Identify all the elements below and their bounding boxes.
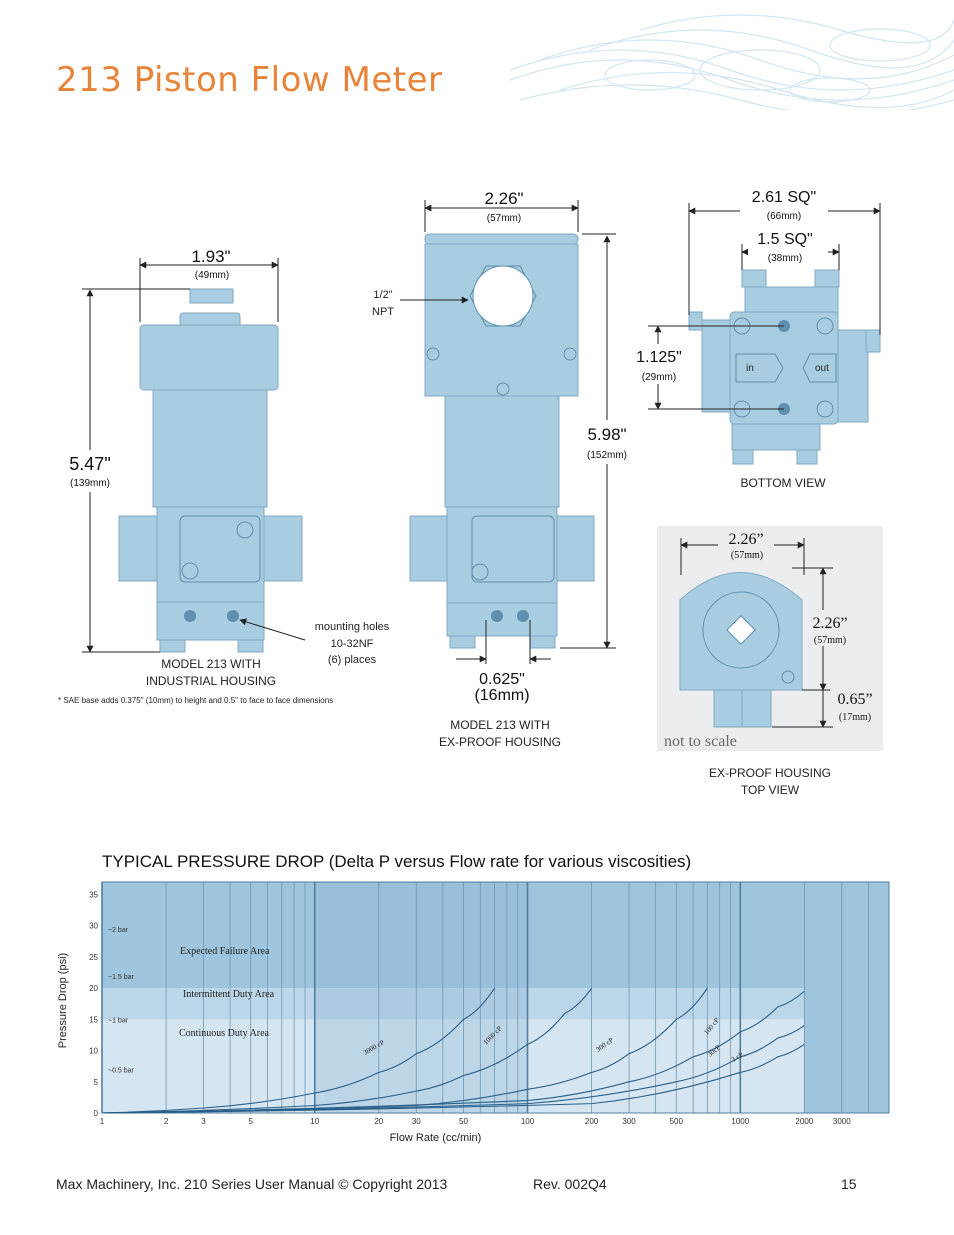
zone-label: Expected Failure Area bbox=[180, 946, 270, 957]
ex-proof-offset-in: 0.625" bbox=[479, 671, 525, 688]
plot-frame bbox=[101, 881, 890, 1114]
zone-1 bbox=[102, 988, 805, 1020]
top-height-mm: (57mm) bbox=[814, 635, 846, 646]
series-line bbox=[101, 987, 496, 1114]
bottom-view-caption: BOTTOM VIEW bbox=[740, 476, 826, 490]
industrial-housing-drawing bbox=[118, 288, 303, 653]
series-line bbox=[101, 1043, 805, 1114]
footer-manual-info: Max Machinery, Inc. 210 Series User Manu… bbox=[56, 1176, 448, 1192]
series-line bbox=[101, 1025, 805, 1114]
y-tick-label: 10 bbox=[89, 1047, 98, 1056]
industrial-width-mm: (49mm) bbox=[195, 270, 229, 281]
outlet-label: out bbox=[815, 363, 829, 374]
bottom-outer-in: 2.61 SQ" bbox=[752, 189, 816, 206]
top-height-in: 2.26” bbox=[812, 615, 847, 632]
ex-proof-housing-drawing bbox=[409, 233, 595, 649]
mounting-count-label: (6) places bbox=[328, 654, 377, 666]
x-tick-label: 200 bbox=[585, 1117, 599, 1126]
bottom-inner-mm: (38mm) bbox=[768, 253, 802, 264]
page-number: 15 bbox=[841, 1176, 857, 1192]
y-tick-label: 20 bbox=[89, 984, 98, 993]
top-view-caption-line2: TOP VIEW bbox=[741, 783, 800, 797]
mounting-holes-label: mounting holes bbox=[315, 621, 390, 633]
x-tick-label: 3000 bbox=[833, 1117, 851, 1126]
bottom-port-mm: (29mm) bbox=[642, 372, 676, 383]
bottom-port-in: 1.125" bbox=[636, 349, 682, 366]
ex-proof-width-in: 2.26" bbox=[484, 189, 523, 208]
top-view-caption-line1: EX-PROOF HOUSING bbox=[709, 766, 831, 780]
x-tick-label: 20 bbox=[374, 1117, 383, 1126]
ex-proof-caption-line1: MODEL 213 WITH bbox=[450, 718, 550, 732]
x-tick-label: 300 bbox=[622, 1117, 636, 1126]
x-tick-label: 30 bbox=[412, 1117, 421, 1126]
series-line bbox=[101, 987, 593, 1114]
y-tick-label: 5 bbox=[94, 1078, 99, 1087]
page-title: 213 Piston Flow Meter bbox=[56, 60, 443, 100]
x-tick-label: 3 bbox=[201, 1117, 206, 1126]
industrial-width-in: 1.93" bbox=[191, 247, 230, 266]
top-width-mm: (57mm) bbox=[731, 550, 763, 561]
mounting-thread-label: 10-32NF bbox=[331, 638, 374, 650]
bottom-view-drawing bbox=[688, 269, 881, 465]
bar-marker-label: ~1.5 bar bbox=[108, 974, 135, 981]
zone-label: Continuous Duty Area bbox=[179, 1028, 270, 1039]
zone-decade-band bbox=[314, 882, 528, 1113]
industrial-caption-line1: MODEL 213 WITH bbox=[161, 657, 261, 671]
ex-proof-height-mm: (152mm) bbox=[587, 450, 627, 461]
industrial-height-in: 5.47" bbox=[69, 454, 110, 474]
bar-marker-label: ~0.5 bar bbox=[108, 1067, 135, 1074]
y-tick-label: 15 bbox=[89, 1015, 98, 1024]
y-tick-label: 30 bbox=[89, 922, 98, 931]
chart-title: TYPICAL PRESSURE DROP (Delta P versus Fl… bbox=[102, 852, 692, 871]
x-tick-label: 10 bbox=[310, 1117, 319, 1126]
y-tick-label: 0 bbox=[94, 1109, 99, 1118]
series-line bbox=[101, 990, 805, 1114]
x-tick-label: 100 bbox=[521, 1117, 535, 1126]
bar-marker-label: ~2 bar bbox=[108, 927, 129, 934]
zone-2 bbox=[102, 882, 805, 989]
decorative-wave-pattern bbox=[509, 14, 954, 110]
npt-label: NPT bbox=[372, 306, 394, 318]
x-tick-label: 50 bbox=[459, 1117, 468, 1126]
footer-revision: Rev. 002Q4 bbox=[533, 1176, 607, 1192]
y-axis-label: Pressure Drop (psi) bbox=[57, 953, 69, 1048]
ex-proof-width-mm: (57mm) bbox=[487, 213, 521, 224]
zone-0 bbox=[102, 1019, 805, 1113]
x-tick-label: 1000 bbox=[731, 1117, 749, 1126]
ex-proof-caption-line2: EX-PROOF HOUSING bbox=[439, 735, 561, 749]
x-tick-label: 1 bbox=[100, 1117, 105, 1126]
x-axis-label: Flow Rate (cc/min) bbox=[390, 1132, 482, 1144]
y-tick-label: 35 bbox=[89, 890, 98, 899]
bar-marker-label: ~1 bar bbox=[108, 1017, 129, 1024]
zone-high-flow bbox=[804, 882, 889, 1113]
npt-size-label: 1/2" bbox=[373, 289, 392, 301]
ex-proof-height-in: 5.98" bbox=[587, 425, 626, 444]
x-tick-label: 2000 bbox=[795, 1117, 813, 1126]
bottom-inner-in: 1.5 SQ" bbox=[757, 231, 812, 248]
industrial-height-mm: (139mm) bbox=[70, 478, 110, 489]
top-base-in: 0.65” bbox=[837, 691, 872, 708]
dimension-drawings: 1.93" (49mm) 5.47" (139mm) mounting hole… bbox=[58, 184, 883, 797]
ex-proof-offset-mm: (16mm) bbox=[474, 687, 529, 704]
zone-label: Intermittent Duty Area bbox=[183, 989, 275, 1000]
inlet-label: in bbox=[746, 363, 754, 374]
industrial-caption-line2: INDUSTRIAL HOUSING bbox=[146, 674, 276, 688]
sae-base-note: * SAE base adds 0.375" (10mm) to height … bbox=[58, 696, 333, 705]
x-tick-label: 500 bbox=[670, 1117, 684, 1126]
top-width-in: 2.26” bbox=[728, 531, 763, 548]
y-tick-label: 25 bbox=[89, 953, 98, 962]
bottom-outer-mm: (66mm) bbox=[767, 211, 801, 222]
x-tick-label: 5 bbox=[248, 1117, 253, 1126]
x-tick-label: 2 bbox=[164, 1117, 169, 1126]
top-base-mm: (17mm) bbox=[839, 712, 871, 723]
not-to-scale-note: not to scale bbox=[664, 733, 737, 750]
